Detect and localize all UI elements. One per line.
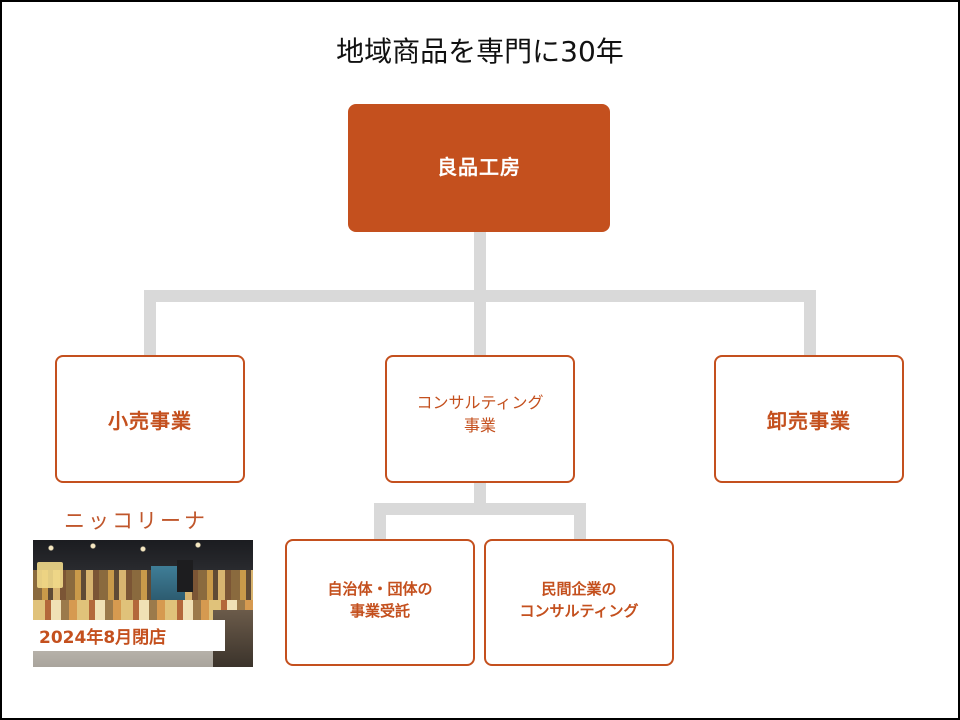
division-node-label: 卸売事業 <box>767 408 851 433</box>
connector-root-down <box>474 232 486 302</box>
division-node-retail: 小売事業 <box>55 355 245 483</box>
connector-to-retail <box>144 290 156 356</box>
photo-light-panel <box>37 562 63 588</box>
sub-node-label-line2: コンサルティング <box>519 601 639 620</box>
division-node-label: 小売事業 <box>108 408 192 433</box>
sub-node-label-line1: 自治体・団体の <box>327 579 433 598</box>
root-node-label: 良品工房 <box>437 154 521 179</box>
division-node-label-line1: コンサルティング <box>416 393 544 412</box>
photo-back-shelves <box>33 570 253 604</box>
connector-to-consulting <box>474 290 486 356</box>
division-node-label-line2: 事業 <box>463 416 496 435</box>
division-node-consulting: コンサルティング 事業 <box>385 355 575 483</box>
connector-to-private <box>574 503 586 540</box>
page-title: 地域商品を専門に30年 <box>336 35 624 68</box>
sub-node-municipal: 自治体・団体の 事業受託 <box>285 539 475 666</box>
sub-node-label-line1: 民間企業の <box>541 579 617 598</box>
sub-node-label-line2: 事業受託 <box>349 601 410 620</box>
photo-dark-sign <box>177 560 193 592</box>
root-node: 良品工房 <box>348 104 610 232</box>
sub-node-private: 民間企業の コンサルティング <box>484 539 674 666</box>
division-node-wholesale: 卸売事業 <box>714 355 904 483</box>
connector-to-municipal <box>374 503 386 540</box>
photo-product-tables <box>33 600 253 622</box>
store-name: ニッコリーナ <box>64 509 208 533</box>
store-status-text: 2024年8月閉店 <box>39 628 167 648</box>
store-status-label: 2024年8月閉店 <box>33 620 225 651</box>
connector-sub-horizontal <box>374 503 586 515</box>
connector-to-wholesale <box>804 290 816 356</box>
